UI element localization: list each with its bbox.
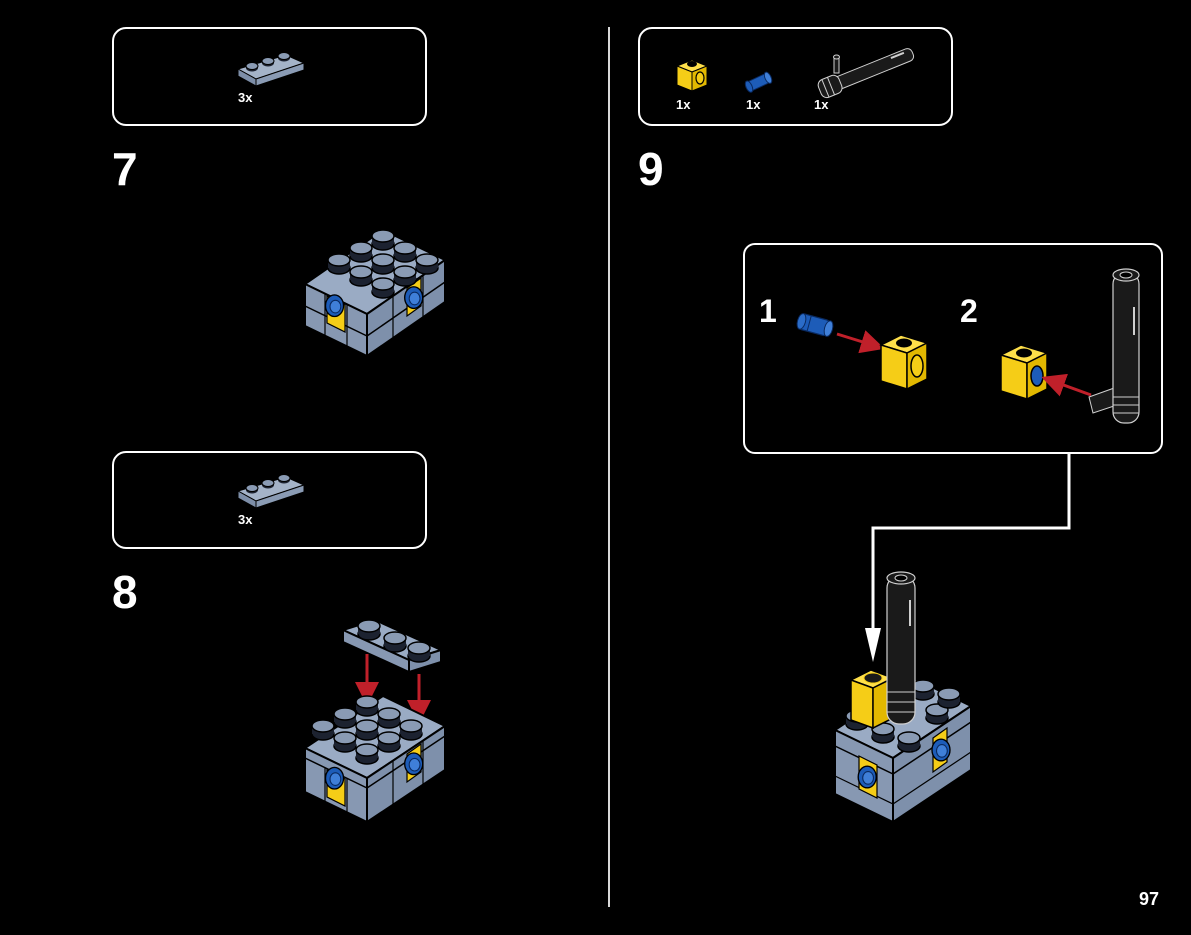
substep-number-1: 1 bbox=[759, 293, 777, 329]
lightsaber-hilt-icon bbox=[817, 48, 915, 99]
step-9-parts-box: 1x 1x 1x bbox=[638, 27, 953, 126]
technic-brick-icon bbox=[675, 59, 709, 92]
page-divider bbox=[608, 27, 610, 907]
step-8-model-illustration bbox=[302, 618, 448, 824]
step-9-model-illustration bbox=[832, 571, 974, 824]
part-quantity: 1x bbox=[814, 97, 829, 112]
callout-connector-arrow bbox=[865, 452, 1071, 662]
step-8-parts-box: 3x bbox=[112, 451, 427, 549]
step-number-8: 8 bbox=[112, 566, 138, 618]
plate-1x3-icon bbox=[236, 52, 306, 87]
step-number-7: 7 bbox=[112, 143, 138, 195]
plate-1x3-icon bbox=[236, 474, 306, 509]
subassembly-callout: 1 2 bbox=[743, 243, 1163, 454]
part-quantity: 1x bbox=[746, 97, 761, 112]
part-quantity: 3x bbox=[238, 512, 253, 527]
page-number: 97 bbox=[1138, 889, 1159, 909]
technic-pin-icon bbox=[744, 71, 773, 93]
step-number-9: 9 bbox=[638, 143, 664, 195]
part-quantity: 1x bbox=[676, 97, 691, 112]
substep-number-2: 2 bbox=[960, 293, 978, 329]
red-arrow bbox=[836, 330, 885, 354]
substep-1-illustration bbox=[796, 313, 930, 391]
part-quantity: 3x bbox=[238, 90, 253, 105]
substep-2-illustration bbox=[998, 268, 1140, 424]
step-7-model-illustration bbox=[303, 228, 447, 358]
red-arrow bbox=[1041, 373, 1092, 397]
step-7-parts-box: 3x bbox=[112, 27, 427, 126]
